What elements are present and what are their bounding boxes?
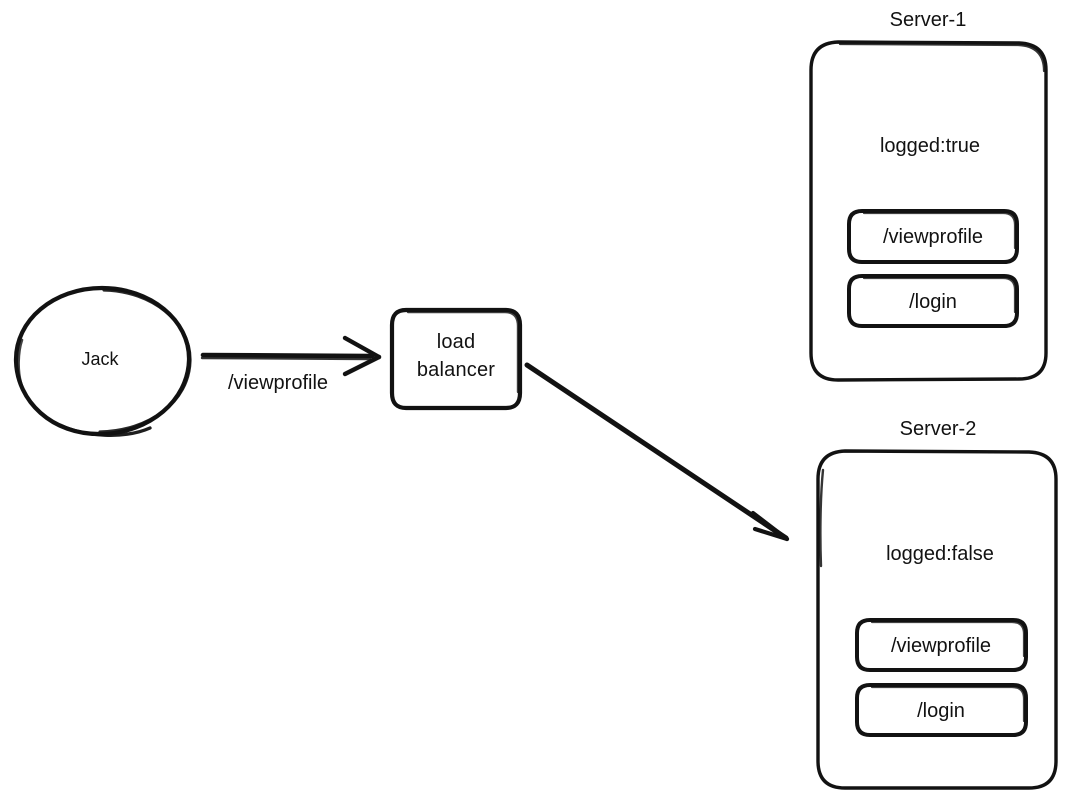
server-2-endpoint-viewprofile-label[interactable]: /viewprofile xyxy=(890,635,992,657)
server-1-endpoint-viewprofile-label[interactable]: /viewprofile xyxy=(882,226,984,248)
edge-lb-to-server2-arrow xyxy=(524,362,790,542)
server-1-endpoint-login-label[interactable]: /login xyxy=(909,291,957,313)
server-2-node[interactable] xyxy=(818,451,1057,789)
server-2-endpoint-login-label[interactable]: /login xyxy=(917,700,965,722)
server-2-state-label: logged:false xyxy=(886,543,994,565)
server-2-title: Server-2 xyxy=(899,418,977,440)
edge-jack-to-lb-arrow xyxy=(200,335,382,377)
server-1-title: Server-1 xyxy=(889,9,967,31)
load-balancer-node[interactable] xyxy=(392,310,521,409)
edge-jack-to-lb-label: /viewprofile xyxy=(227,372,329,394)
load-balancer-label-line2: balancer xyxy=(416,359,496,381)
server-1-node[interactable] xyxy=(811,42,1047,381)
load-balancer-label-line1: load xyxy=(436,331,476,353)
server-1-state-label: logged:true xyxy=(879,135,981,157)
jack-node-label: Jack xyxy=(81,349,119,369)
jack-node[interactable] xyxy=(16,287,191,435)
